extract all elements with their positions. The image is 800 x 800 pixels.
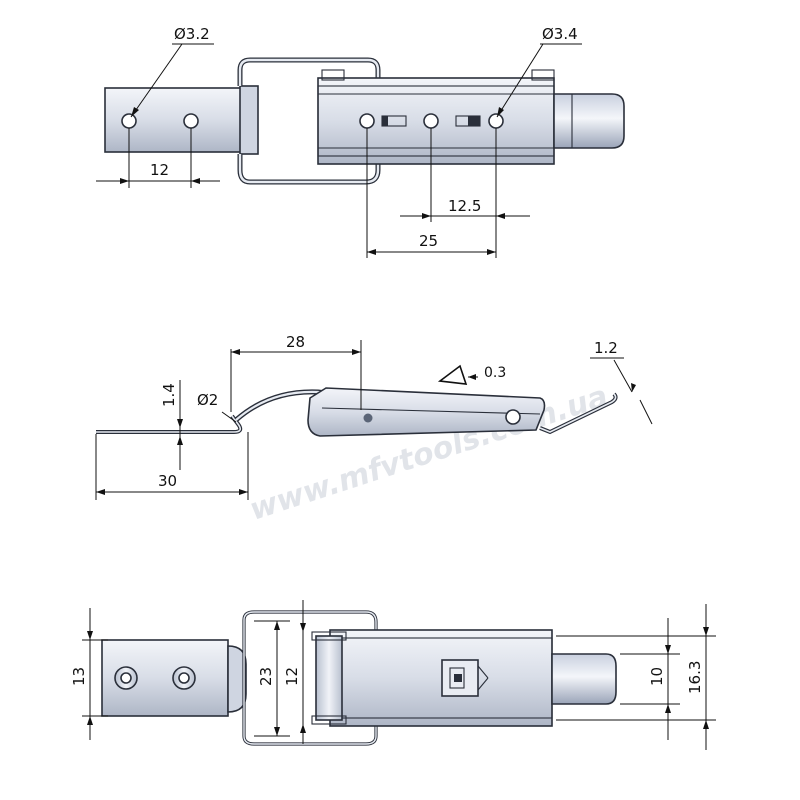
dim-top-hole-right: Ø3.4 bbox=[542, 25, 578, 43]
side-rivet bbox=[505, 409, 521, 425]
dim-bottom-10: 10 bbox=[648, 667, 666, 686]
dim-top-25: 25 bbox=[419, 232, 438, 250]
top-view: 12 Ø3.2 Ø3.4 12.5 25 bbox=[96, 25, 625, 258]
bottom-plate-bend bbox=[227, 645, 247, 713]
dim-top-12: 12 bbox=[150, 161, 169, 179]
dim-bottom-16-3: 16.3 bbox=[686, 661, 704, 694]
dim-side-1-2: 1.2 bbox=[594, 339, 618, 357]
gap-triangle-icon bbox=[437, 364, 468, 385]
side-latch-body bbox=[307, 387, 546, 437]
dim-side-1-4: 1.4 bbox=[160, 383, 178, 407]
bottom-latch-body bbox=[329, 629, 553, 727]
dim-bottom-23: 23 bbox=[257, 667, 275, 686]
dim-side-28: 28 bbox=[286, 333, 305, 351]
top-hook-tongue bbox=[553, 93, 625, 149]
side-view: 28 1.2 0.3 Ø2 1.4 30 bbox=[95, 333, 653, 500]
dim-side-30: 30 bbox=[158, 472, 177, 490]
dim-side-wire: Ø2 bbox=[197, 391, 218, 409]
top-hole-1 bbox=[121, 113, 137, 129]
top-left-plate-bend bbox=[239, 85, 259, 155]
top-hole-2 bbox=[183, 113, 199, 129]
top-body-hole-2 bbox=[423, 113, 439, 129]
dim-top-hole-left: Ø3.2 bbox=[174, 25, 210, 43]
top-body-hole-1 bbox=[359, 113, 375, 129]
dim-side-0-3: 0.3 bbox=[484, 365, 506, 381]
bottom-view: 13 23 12 10 16.3 bbox=[70, 600, 716, 750]
bottom-hinge-roller bbox=[315, 635, 343, 721]
dim-top-12-5: 12.5 bbox=[448, 197, 481, 215]
dim-bottom-12: 12 bbox=[283, 667, 301, 686]
top-body-hole-3 bbox=[488, 113, 504, 129]
side-strike-plate bbox=[96, 414, 243, 434]
bottom-hook-tongue bbox=[551, 653, 617, 705]
dim-bottom-13: 13 bbox=[70, 667, 88, 686]
